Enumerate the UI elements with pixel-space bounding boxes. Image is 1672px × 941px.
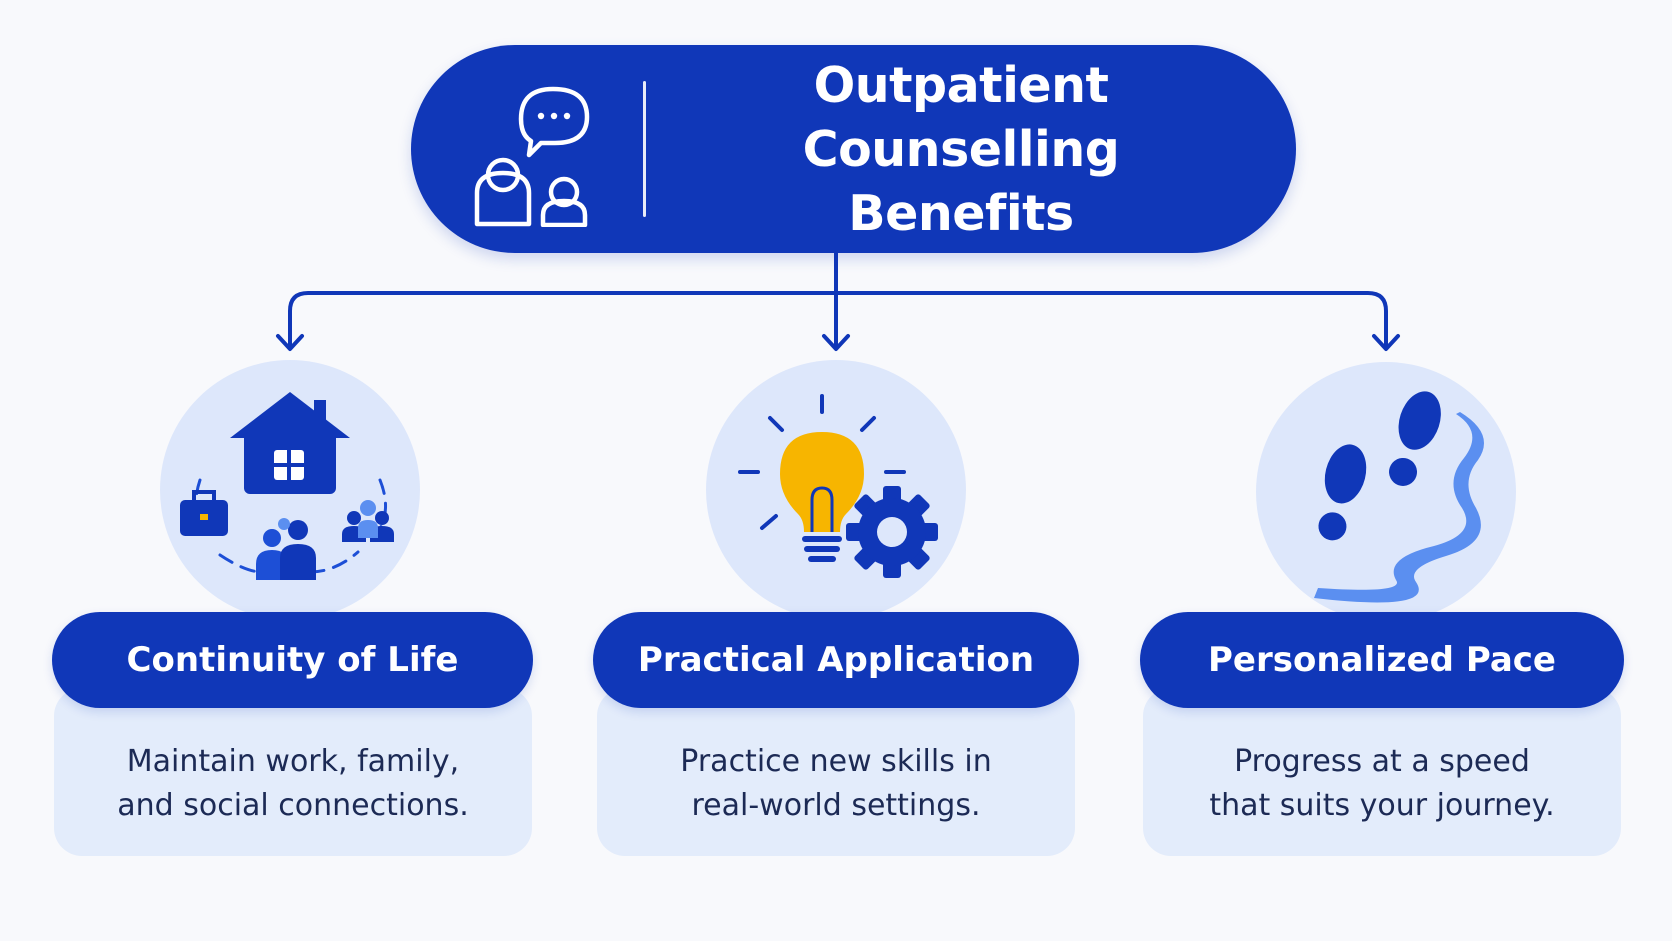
- card-title-practical: Practical Application: [593, 612, 1079, 708]
- arrowhead-right: [1372, 334, 1400, 351]
- card-description: Progress at a speed that suits your jour…: [1163, 740, 1601, 828]
- desc-line-2: that suits your journey.: [1209, 788, 1555, 823]
- home-work-family-cycle-icon: [180, 392, 394, 580]
- desc-line-1: Practice new skills in: [680, 744, 992, 779]
- card-title-pace: Personalized Pace: [1140, 612, 1624, 708]
- card-description: Practice new skills in real-world settin…: [617, 740, 1055, 828]
- card-practical: Practice new skills in real-world settin…: [597, 688, 1075, 856]
- desc-line-2: real-world settings.: [691, 788, 981, 823]
- card-continuity: Maintain work, family, and social connec…: [54, 688, 532, 856]
- connector-right-branch: [834, 291, 1388, 350]
- card-description: Maintain work, family, and social connec…: [74, 740, 512, 828]
- counselling-people-speech-icon: [474, 86, 590, 227]
- practical-icon-circle: [706, 360, 966, 620]
- card-pace: Progress at a speed that suits your jour…: [1143, 688, 1621, 856]
- arrowhead-left: [276, 334, 304, 351]
- footsteps-path-icon: [1314, 391, 1484, 603]
- card-title-continuity: Continuity of Life: [52, 612, 533, 708]
- title-line-1: Outpatient Counselling: [802, 57, 1120, 178]
- arrowhead-center: [822, 334, 850, 351]
- desc-line-1: Maintain work, family,: [126, 744, 460, 779]
- desc-line-1: Progress at a speed: [1234, 744, 1530, 779]
- title-line-2: Benefits: [848, 185, 1074, 242]
- diagram-title: Outpatient Counselling Benefits: [661, 57, 1261, 242]
- header-divider: [643, 81, 646, 217]
- continuity-icon-circle: [160, 360, 420, 620]
- pace-icon-circle: [1256, 362, 1516, 622]
- lightbulb-gear-icon: [738, 394, 938, 578]
- desc-line-2: and social connections.: [117, 788, 469, 823]
- header-banner: Outpatient Counselling Benefits: [411, 45, 1296, 253]
- connector-left-branch: [288, 291, 838, 350]
